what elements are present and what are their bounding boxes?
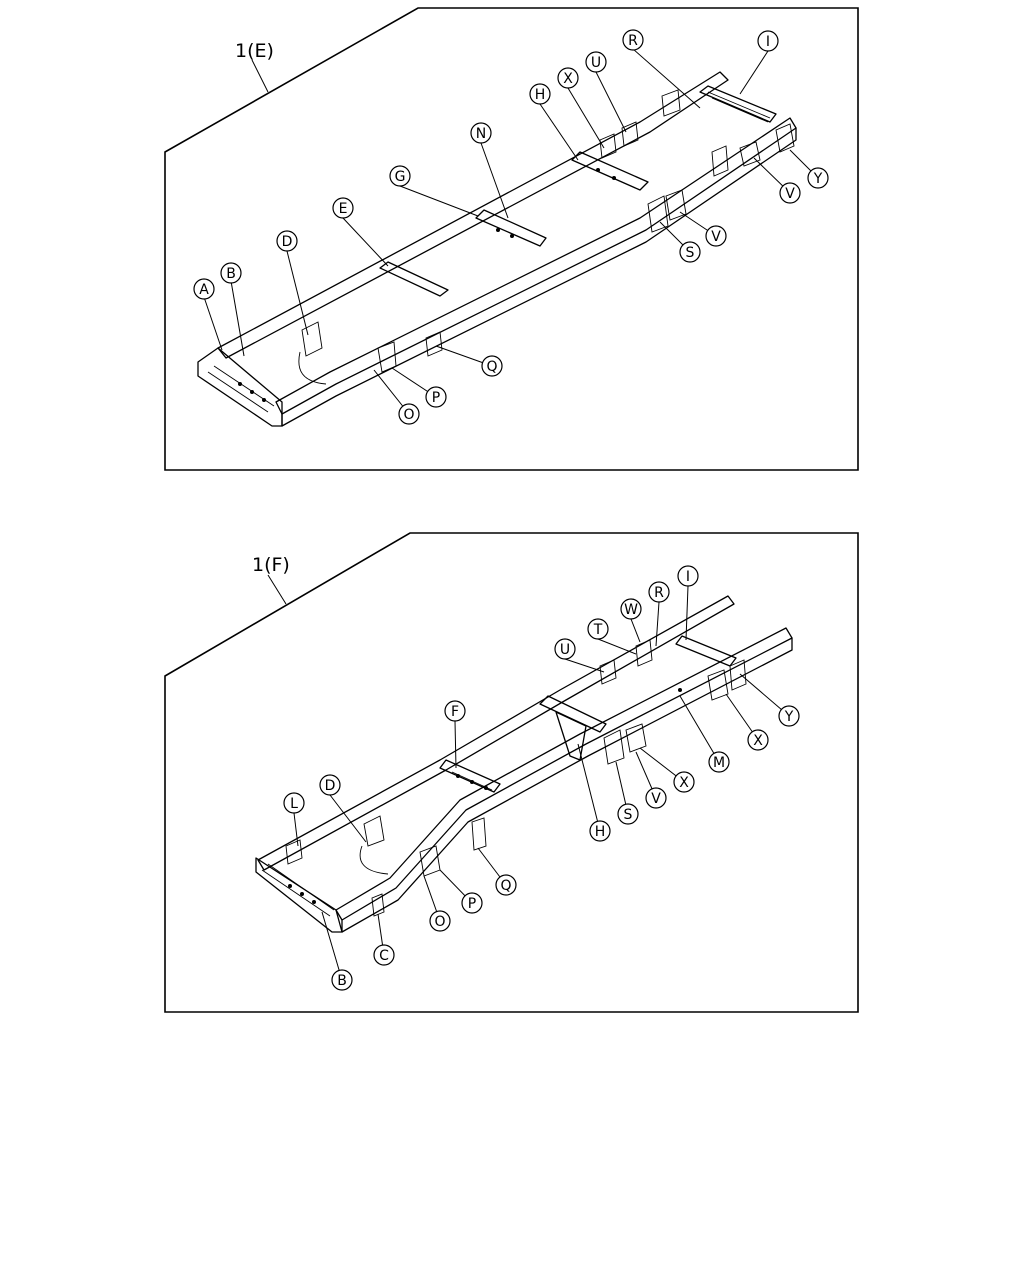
callout-o: O [429, 910, 451, 932]
callout-label: L [290, 796, 298, 812]
callout-label: W [624, 602, 638, 618]
callout-e: E [332, 197, 354, 219]
callout-v: V [779, 182, 801, 204]
callout-u: U [554, 638, 576, 660]
callout-label: H [595, 824, 606, 840]
callout-label: H [535, 87, 546, 103]
callout-label: Y [813, 171, 823, 187]
callout-label: X [563, 71, 573, 87]
callout-g: G [389, 165, 411, 187]
callout-label: D [282, 234, 293, 250]
panel-f-frame [164, 532, 859, 1013]
callout-v: V [645, 787, 667, 809]
callout-label: S [624, 807, 633, 823]
chassis-frame-f [255, 595, 793, 933]
callout-t: T [587, 618, 609, 640]
callout-f: F [444, 700, 466, 722]
callout-y: Y [807, 167, 829, 189]
callout-s: S [679, 241, 701, 263]
callout-y: Y [778, 705, 800, 727]
callout-label: R [628, 33, 638, 49]
callout-label: V [711, 229, 721, 245]
callout-label: F [451, 704, 459, 720]
callout-label: X [679, 775, 689, 791]
callout-label: U [560, 642, 570, 658]
callout-x: X [557, 67, 579, 89]
callout-label: R [654, 585, 664, 601]
callout-a: A [193, 278, 215, 300]
panel-f-title: 1(F) [252, 554, 290, 576]
callout-o: O [398, 403, 420, 425]
callout-l: L [283, 792, 305, 814]
callout-label: V [785, 186, 795, 202]
callout-d: D [319, 774, 341, 796]
callout-s: S [617, 803, 639, 825]
callout-label: Q [486, 359, 497, 375]
callout-i: I [757, 30, 779, 52]
callout-label: Y [784, 709, 794, 725]
callout-label: A [199, 282, 209, 298]
callout-label: Q [500, 878, 511, 894]
diagram-panel-f: 1(F) [164, 532, 859, 1013]
callout-label: N [476, 126, 486, 142]
panel-f-callouts: L D F U T WR I Y X M X V S H Q P O C B [283, 565, 800, 991]
callout-r: R [648, 581, 670, 603]
callout-h: H [589, 820, 611, 842]
callout-label: M [713, 755, 725, 771]
callout-label: O [403, 407, 414, 423]
callout-label: I [686, 569, 690, 585]
callout-w: W [620, 598, 642, 620]
callout-label: B [337, 973, 347, 989]
callout-label: V [651, 791, 661, 807]
panel-f-leaders [293, 585, 790, 981]
callout-label: S [686, 245, 695, 261]
callout-r: R [622, 29, 644, 51]
callout-n: N [470, 122, 492, 144]
callout-m: M [708, 751, 730, 773]
panel-e-title: 1(E) [235, 40, 274, 62]
callout-q: Q [481, 355, 503, 377]
callout-label: I [766, 34, 770, 50]
diagram-panel-e: 1(E) [164, 7, 859, 471]
callout-label: U [591, 55, 601, 71]
callout-label: P [432, 390, 440, 406]
callout-v: V [705, 225, 727, 247]
callout-u: U [585, 51, 607, 73]
callout-x: X [747, 729, 769, 751]
callout-label: E [339, 201, 348, 217]
callout-label: G [395, 169, 406, 185]
chassis-frame-e [197, 71, 797, 427]
callout-label: D [325, 778, 336, 794]
callout-label: C [379, 948, 389, 964]
callout-c: C [373, 944, 395, 966]
callout-i: I [677, 565, 699, 587]
panel-e-frame [164, 7, 859, 471]
callout-b: B [331, 969, 353, 991]
callout-d: D [276, 230, 298, 252]
callout-h: H [529, 83, 551, 105]
callout-p: P [425, 386, 447, 408]
callout-label: O [434, 914, 445, 930]
callout-p: P [461, 892, 483, 914]
callout-q: Q [495, 874, 517, 896]
callout-label: B [226, 266, 236, 282]
callout-label: X [753, 733, 763, 749]
callout-label: T [593, 622, 603, 638]
callout-x: X [673, 771, 695, 793]
callout-b: B [220, 262, 242, 284]
callout-label: P [468, 896, 476, 912]
